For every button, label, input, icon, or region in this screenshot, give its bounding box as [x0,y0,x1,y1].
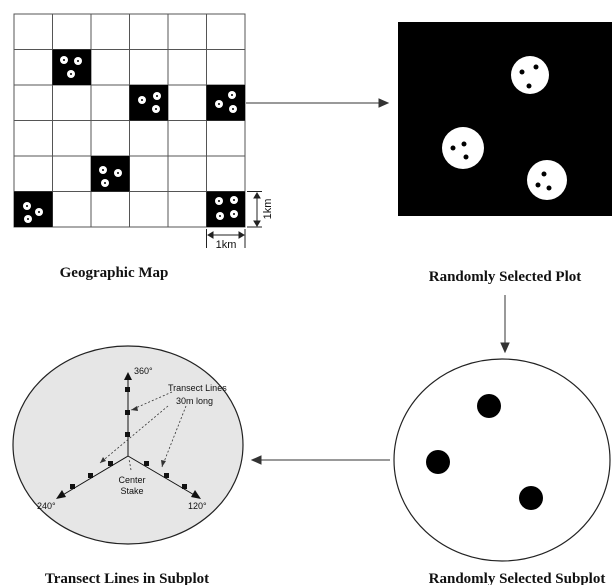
map-plot [91,156,130,192]
transect-arrow-north [124,372,132,380]
random-subplot: Randomly Selected Subplot [393,358,611,585]
map-plot [206,191,245,227]
label-30m-long: 30m long [176,396,213,406]
transect-markers [70,387,187,489]
scale-vertical-label: 1km [262,199,274,220]
leader-lines [99,391,187,471]
caption-random-plot: Randomly Selected Plot [429,269,581,285]
map-plot [52,49,91,85]
transect-subplot: 360° 240° 120° Transect Lines 30m long C… [12,345,244,585]
map-plot [129,85,168,121]
transect-arrow-southeast [191,490,201,499]
scale-vertical [247,191,262,228]
arrow-plot-to-subplot [500,295,510,354]
angle-southeast: 120° [188,501,207,511]
label-transect-lines: Transect Lines [168,383,227,393]
label-center: Center [118,475,145,485]
random-plot: Randomly Selected Plot [398,22,612,285]
label-stake: Stake [120,486,143,496]
transect-arrow-southwest [56,490,66,499]
scale-horizontal-label: 1km [216,239,237,251]
map-plot [14,191,53,227]
map-plot [206,85,245,121]
angle-north: 360° [134,366,153,376]
geographic-map: 1km 1km Geographic Map [13,13,274,281]
arrow-map-to-plot [246,98,390,108]
caption-geographic-map: Geographic Map [60,265,169,281]
arrow-subplot-to-transect [250,455,390,465]
scale-horizontal [206,229,246,248]
caption-transect-subplot: Transect Lines in Subplot [45,571,209,585]
angle-southwest: 240° [37,501,56,511]
caption-random-subplot: Randomly Selected Subplot [429,571,606,585]
